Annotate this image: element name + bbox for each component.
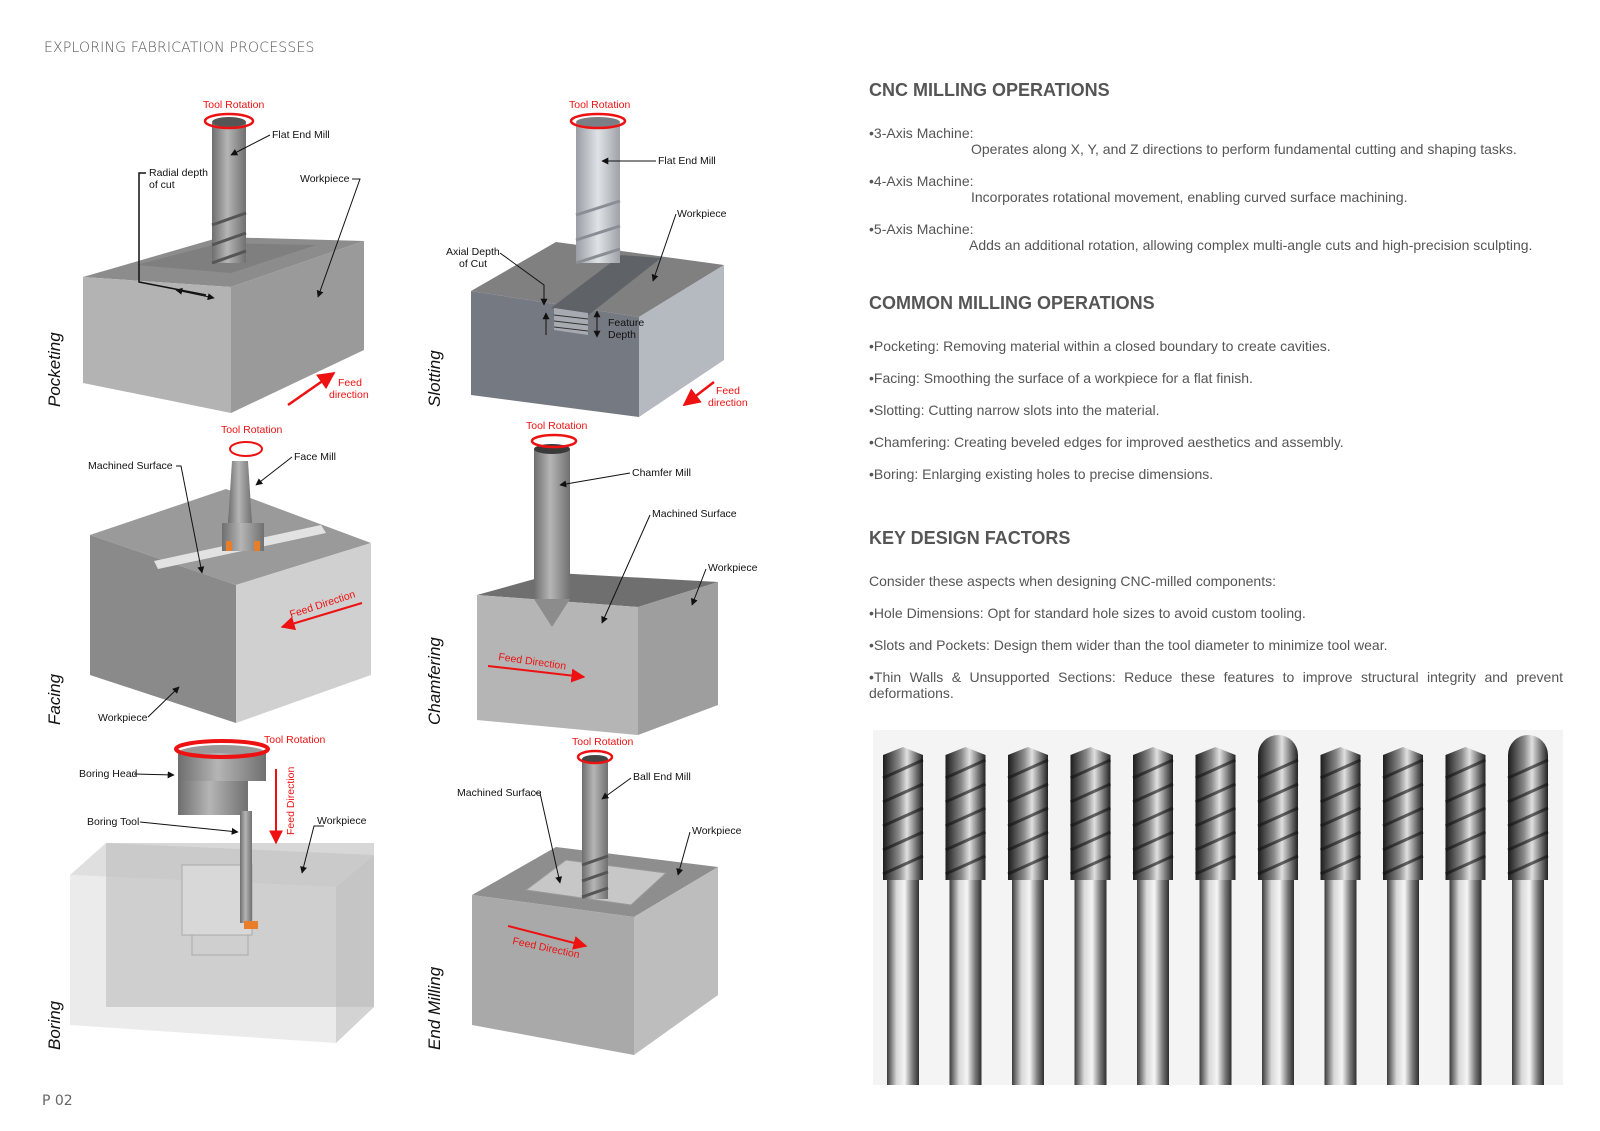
pocketing-workpiece-label: Workpiece: [300, 173, 350, 185]
chamfering-diagram: Tool Rotation Chamfer Mill Machined Surf…: [425, 420, 758, 735]
slotting-axial-depth-label: Axial Depth: [446, 246, 500, 258]
end-mill-tool: [1319, 747, 1362, 1085]
list-item: •Hole Dimensions: Opt for standard hole …: [869, 605, 1306, 621]
list-item: •Pocketing: Removing material within a c…: [869, 338, 1331, 354]
pocketing-title: Pocketing: [45, 332, 64, 407]
end-milling-ball-end-mill-label: Ball End Mill: [633, 771, 691, 783]
facing-face-mill-label: Face Mill: [294, 451, 336, 463]
end-mill-tool: [1382, 747, 1424, 1085]
running-header: EXPLORING FABRICATION PROCESSES: [44, 40, 315, 56]
machine-5-axis: •5-Axis Machine: Adds an additional rota…: [869, 221, 1563, 253]
facing-title: Facing: [45, 673, 64, 725]
end-mill-tool: [882, 747, 924, 1085]
end-mill-tool: [1007, 747, 1049, 1085]
list-item: •Boring: Enlarging existing holes to pre…: [869, 466, 1214, 482]
machine-desc: Operates along X, Y, and Z directions to…: [971, 141, 1517, 157]
chamfering-workpiece-label: Workpiece: [708, 562, 758, 574]
design-heading: KEY DESIGN FACTORS: [869, 528, 1071, 548]
boring-title: Boring: [45, 1000, 64, 1050]
end-mill-tool: [1194, 747, 1237, 1085]
list-item: •Slotting: Cutting narrow slots into the…: [869, 402, 1160, 418]
end-milling-tool-rotation-label: Tool Rotation: [572, 736, 633, 748]
boring-tool-rotation-label: Tool Rotation: [264, 734, 325, 746]
end-mill-tool: [1132, 747, 1174, 1085]
milling-diagrams: Tool Rotation Flat End Mill Radial depth…: [36, 95, 796, 1080]
slotting-flat-end-mill-label: Flat End Mill: [658, 155, 716, 167]
slotting-direction-label: direction: [708, 397, 748, 409]
machine-name: •5-Axis Machine:: [869, 221, 974, 237]
machine-name: •4-Axis Machine:: [869, 173, 974, 189]
pocketing-of-cut-label: of cut: [149, 179, 175, 191]
pocketing-diagram: Tool Rotation Flat End Mill Radial depth…: [45, 99, 369, 413]
common-heading: COMMON MILLING OPERATIONS: [869, 293, 1155, 313]
chamfering-machined-surface-label: Machined Surface: [652, 508, 737, 520]
slotting-diagram: Tool Rotation Flat End Mill Workpiece Ax…: [425, 99, 748, 417]
machine-name: •3-Axis Machine:: [869, 125, 974, 141]
design-intro: Consider these aspects when designing CN…: [869, 573, 1276, 589]
machine-desc: Incorporates rotational movement, enabli…: [971, 189, 1408, 205]
chamfering-tool-rotation-label: Tool Rotation: [526, 420, 587, 432]
facing-tool-rotation-label: Tool Rotation: [221, 424, 282, 436]
pocketing-feed-label: Feed: [338, 377, 362, 389]
boring-feed-direction-label: Feed Direction: [285, 767, 297, 835]
list-item: •Thin Walls & Unsupported Sections: Redu…: [869, 669, 1563, 701]
end-milling-title: End Milling: [425, 966, 444, 1050]
slotting-of-cut-label: of Cut: [459, 258, 487, 270]
end-mill-photo: [873, 730, 1563, 1085]
end-mill-tool: [1257, 735, 1299, 1085]
pocketing-direction-label: direction: [329, 389, 369, 401]
pocketing-flat-end-mill-label: Flat End Mill: [272, 129, 330, 141]
list-item: •Slots and Pockets: Design them wider th…: [869, 637, 1388, 653]
list-item: •Facing: Smoothing the surface of a work…: [869, 370, 1253, 386]
slotting-feature-label: Feature: [608, 317, 644, 329]
chamfering-title: Chamfering: [425, 637, 444, 725]
machine-3-axis: •3-Axis Machine: Operates along X, Y, an…: [869, 125, 1563, 157]
slotting-workpiece-label: Workpiece: [677, 208, 727, 220]
pocketing-radial-depth-label: Radial depth: [149, 167, 208, 179]
slotting-feed-label: Feed: [716, 385, 740, 397]
end-milling-machined-surface-label: Machined Surface: [457, 787, 542, 799]
end-milling-diagram: Tool Rotation Ball End Mill Machined Sur…: [425, 736, 742, 1055]
boring-boring-tool-label: Boring Tool: [87, 816, 139, 828]
machine-4-axis: •4-Axis Machine: Incorporates rotational…: [869, 173, 1563, 205]
list-item: •Chamfering: Creating beveled edges for …: [869, 434, 1344, 450]
boring-boring-head-label: Boring Head: [79, 768, 138, 780]
end-mill-tool: [1444, 747, 1487, 1085]
end-milling-workpiece-label: Workpiece: [692, 825, 742, 837]
slotting-tool-rotation-label: Tool Rotation: [569, 99, 630, 111]
page-number: P 02: [42, 1093, 73, 1109]
facing-diagram: Tool Rotation Face Mill Machined Surface…: [45, 424, 371, 725]
machine-desc: Adds an additional rotation, allowing co…: [969, 237, 1533, 253]
end-mill-tool: [1507, 735, 1549, 1085]
end-mill-tool: [944, 747, 987, 1085]
text-column: CNC MILLING OPERATIONS •3-Axis Machine: …: [869, 80, 1563, 701]
boring-workpiece-label: Workpiece: [317, 815, 367, 827]
slotting-title: Slotting: [425, 350, 444, 407]
pocketing-tool-rotation-label: Tool Rotation: [203, 99, 264, 111]
slotting-depth-label: Depth: [608, 329, 636, 341]
end-mill-tool: [1069, 747, 1112, 1085]
boring-diagram: Tool Rotation Boring Head Boring Tool Fe…: [45, 734, 374, 1050]
facing-workpiece-label: Workpiece: [98, 712, 148, 724]
chamfering-chamfer-mill-label: Chamfer Mill: [632, 467, 691, 479]
cnc-heading: CNC MILLING OPERATIONS: [869, 80, 1110, 100]
facing-machined-surface-label: Machined Surface: [88, 460, 173, 472]
